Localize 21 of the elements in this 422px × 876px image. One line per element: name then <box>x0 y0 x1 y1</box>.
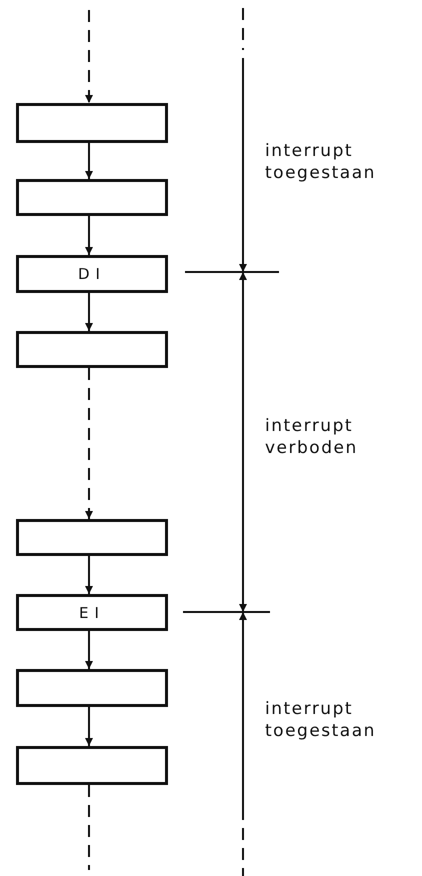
annotation-text: interrupt toegestaan <box>265 698 377 742</box>
arrow <box>85 368 93 519</box>
arrow <box>85 556 93 594</box>
arrow <box>85 631 93 669</box>
process-box <box>16 331 168 368</box>
annotation-text: interrupt toegestaan <box>265 140 377 184</box>
annotation-text: interrupt verboden <box>265 415 359 459</box>
arrow <box>85 216 93 255</box>
process-box <box>16 669 168 707</box>
arrow <box>85 10 93 103</box>
process-box <box>16 179 168 216</box>
box-label: EI <box>79 604 105 622</box>
process-box <box>16 746 168 785</box>
process-box <box>16 519 168 556</box>
arrow <box>85 143 93 179</box>
box-label: DI <box>78 265 106 283</box>
arrow <box>85 707 93 746</box>
process-box <box>16 255 168 293</box>
process-box <box>16 103 168 143</box>
arrow <box>85 293 93 331</box>
process-box <box>16 594 168 631</box>
